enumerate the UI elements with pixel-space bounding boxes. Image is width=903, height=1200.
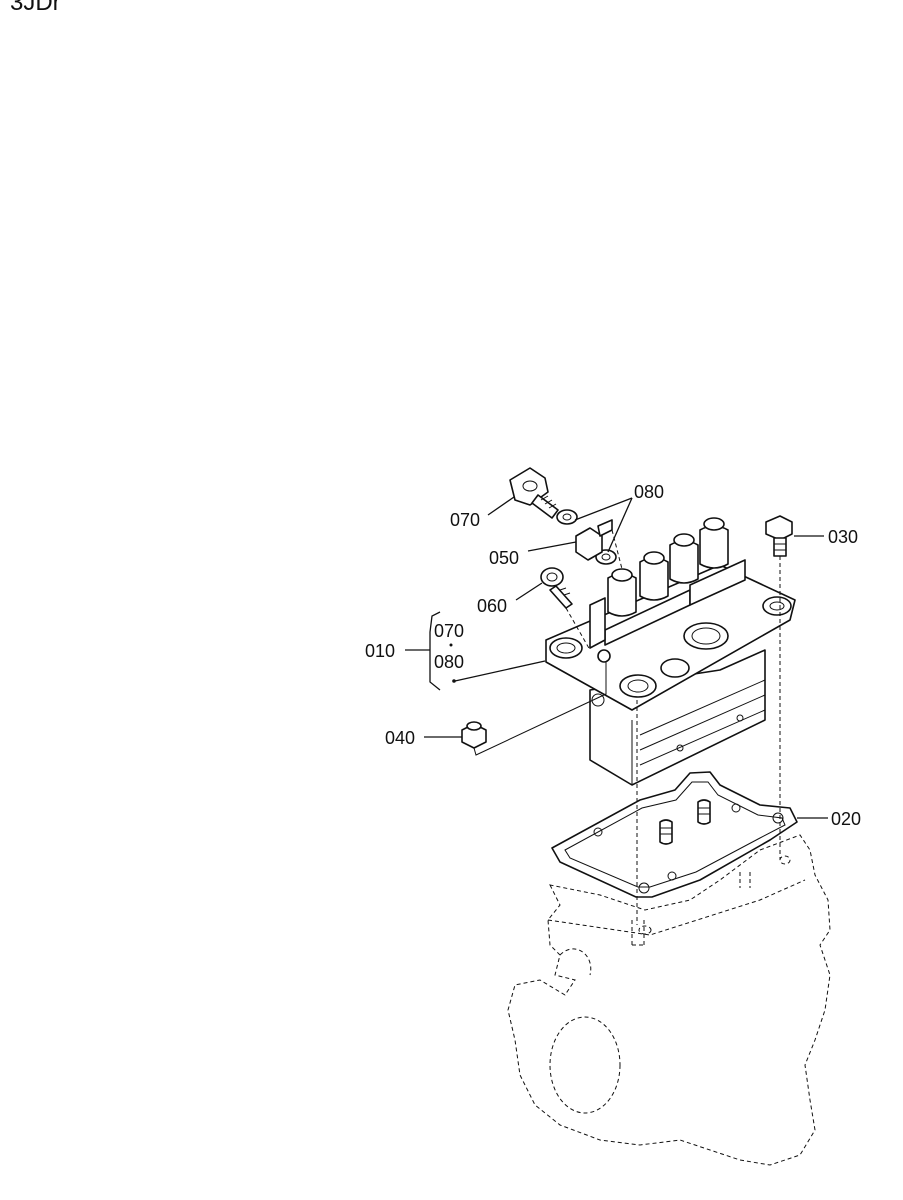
- label-060: 060: [477, 596, 507, 616]
- pump-body-icon: [545, 517, 796, 786]
- label-030: 030: [828, 527, 858, 547]
- label-070: 070: [450, 510, 480, 530]
- label-010: 010: [365, 641, 395, 661]
- leader-lines: [405, 496, 828, 925]
- nut-icon: [461, 721, 487, 749]
- label-050: 050: [489, 548, 519, 568]
- nut-icon: [575, 519, 613, 561]
- label-080: 080: [634, 482, 664, 502]
- label-040: 040: [385, 728, 415, 748]
- gasket-icon: [551, 771, 798, 898]
- engine-block-icon: [507, 834, 831, 1166]
- label-020: 020: [831, 809, 861, 829]
- diagram-title: 3JDr: [10, 0, 61, 16]
- label-010-070: 070: [434, 621, 464, 641]
- banjo-bolt-icon: [509, 467, 559, 519]
- banjo-bolt-icon: [540, 567, 573, 609]
- bolt-icon: [765, 515, 793, 557]
- washer-icon: [556, 509, 617, 565]
- label-010-080: 080: [434, 652, 464, 672]
